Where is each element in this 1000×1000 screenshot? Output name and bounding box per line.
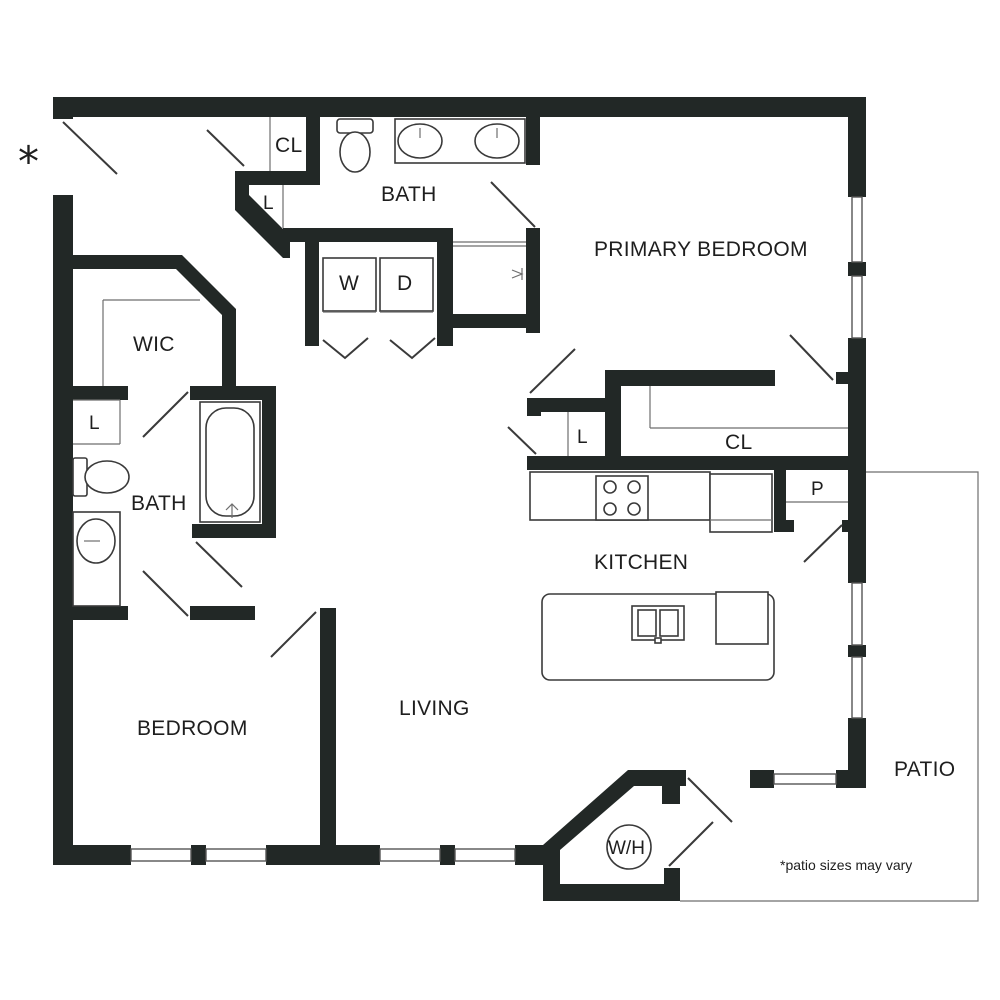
interior-walls	[53, 117, 866, 901]
label-primary-bedroom: PRIMARY BEDROOM	[594, 238, 808, 261]
top-bath-fixtures	[269, 117, 526, 280]
patio-size-note: *patio sizes may vary	[780, 857, 912, 873]
label-bath-left: BATH	[131, 492, 187, 515]
label-kitchen: KITCHEN	[594, 551, 688, 574]
label-bath-top: BATH	[381, 183, 437, 206]
label-water-heater: W/H	[608, 838, 645, 859]
label-wic: WIC	[133, 333, 175, 356]
label-cl-top: CL	[275, 134, 302, 157]
label-bedroom: BEDROOM	[137, 717, 248, 740]
label-linen-top: L	[263, 193, 274, 214]
entry-door[interactable]	[62, 121, 118, 175]
label-living: LIVING	[399, 697, 470, 720]
left-bath-fixtures	[72, 299, 261, 607]
label-dryer: D	[397, 272, 412, 295]
label-patio: PATIO	[894, 758, 955, 781]
laundry-fixtures	[322, 257, 434, 313]
label-pantry: P	[811, 479, 824, 500]
label-cl-mid: CL	[725, 431, 752, 454]
water-heater-icon	[606, 824, 652, 870]
doors	[142, 129, 843, 867]
toilet-icon	[339, 131, 371, 173]
windows	[130, 196, 863, 862]
closet-shelves	[567, 386, 848, 456]
entry-marker: *	[18, 137, 39, 186]
patio-outline	[680, 471, 979, 902]
label-linen-mid: L	[577, 427, 588, 448]
label-washer: W	[339, 272, 359, 295]
kitchen-fixtures	[529, 471, 848, 681]
label-linen-left: L	[89, 413, 100, 434]
